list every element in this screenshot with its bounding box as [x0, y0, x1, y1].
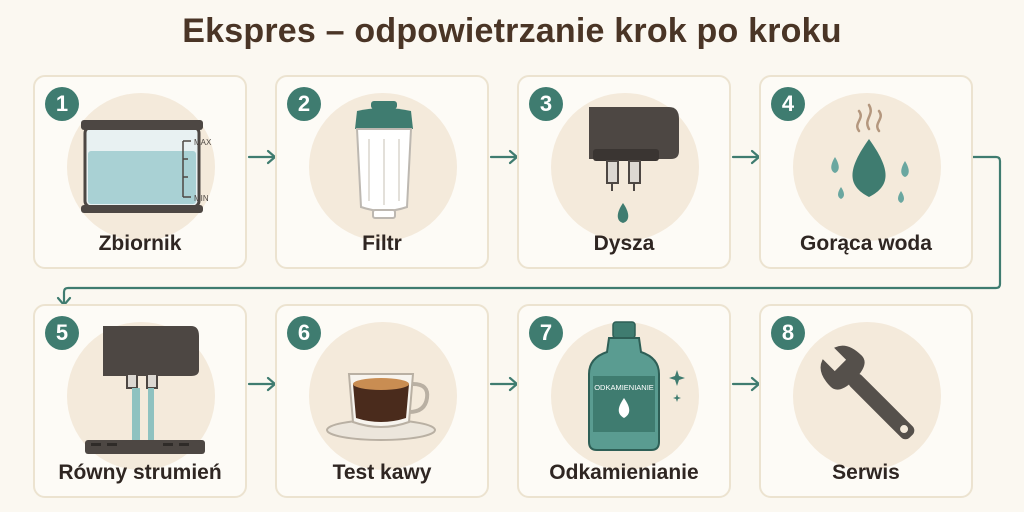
step-number-badge: 8 [771, 316, 805, 350]
step-card-6: 6 Test kawy [275, 304, 489, 498]
arrow-1-2-icon [247, 149, 277, 165]
step-number-badge: 1 [45, 87, 79, 121]
step-label: Test kawy [332, 461, 432, 484]
arrow-7-8-icon [731, 376, 761, 392]
step-number-badge: 2 [287, 87, 321, 121]
step-label: Zbiornik [98, 232, 182, 255]
arrow-6-7-icon [489, 376, 519, 392]
water-filter-icon [355, 101, 413, 219]
step-card-4: 4 Gorąca woda [759, 75, 973, 269]
arrow-3-4-icon [731, 149, 761, 165]
step-card-2: 2 Filtr [275, 75, 489, 269]
step-label: Gorąca woda [800, 232, 932, 255]
bottle-label: ODKAMIENIANIE [594, 383, 654, 392]
nozzle-drip-icon [589, 107, 679, 223]
step-number-badge: 5 [45, 316, 79, 350]
step-number-badge: 4 [771, 87, 805, 121]
arrow-2-3-icon [489, 149, 519, 165]
step-card-5: 5 Równy strumień [33, 304, 247, 498]
descaler-bottle-icon: ODKAMIENIANIE [588, 321, 685, 451]
arrow-5-6-icon [247, 376, 277, 392]
step-label: Filtr [362, 232, 402, 255]
max-mark: MAX [194, 138, 212, 147]
min-mark: MIN [194, 194, 209, 203]
page-title: Ekspres – odpowietrzanie krok po kroku [182, 12, 842, 50]
wrench-icon [816, 341, 915, 440]
step-label: Równy strumień [58, 461, 222, 484]
water-tank-icon: MAX MIN [81, 120, 212, 213]
step-card-3: 3 Dysza [517, 75, 731, 269]
coffee-cup-icon [326, 373, 436, 441]
step-label: Serwis [832, 461, 900, 484]
hot-water-drops-icon [831, 103, 909, 203]
step-number-badge: 6 [287, 316, 321, 350]
step-label: Dysza [593, 232, 655, 255]
step-card-8: 8 Serwis [759, 304, 973, 498]
step-label: Odkamienianie [549, 461, 699, 484]
step-number-badge: 7 [529, 316, 563, 350]
step-number-badge: 3 [529, 87, 563, 121]
step-card-1: MAX MIN 1 Zbiornik [33, 75, 247, 269]
step-card-7: ODKAMIENIANIE 7 Odkamienianie [517, 304, 731, 498]
steady-stream-icon [85, 326, 205, 454]
